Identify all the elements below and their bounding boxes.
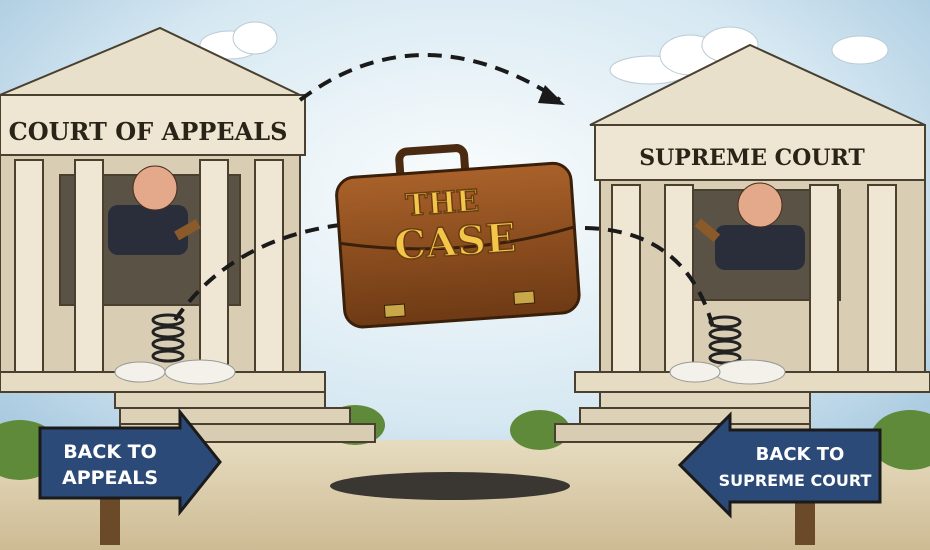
- sign-line2: APPEALS: [62, 467, 158, 489]
- sign-line2: SUPREME COURT: [719, 471, 872, 490]
- bounce-path-arrows: [173, 53, 717, 336]
- the-case-briefcase: THE CASE: [335, 144, 581, 329]
- back-to-appeals-sign: BACK TO APPEALS: [38, 407, 222, 545]
- gavel-icon: [174, 219, 201, 241]
- appeals-judge: [108, 165, 201, 255]
- spring-icon: [151, 313, 185, 363]
- spring-icon: [708, 315, 742, 365]
- supreme-court-judge: [694, 182, 805, 270]
- back-to-supreme-court-sign: BACK TO SUPREME COURT: [677, 411, 882, 545]
- briefcase-label-line2: CASE: [393, 214, 518, 269]
- court-of-appeals-title: COURT OF APPEALS: [9, 117, 288, 146]
- dust-clouds: [114, 359, 786, 385]
- sign-line1: BACK TO: [756, 444, 845, 465]
- supreme-court-building: [554, 43, 930, 443]
- pit-hole: [330, 472, 570, 500]
- gavel-icon: [694, 218, 721, 243]
- supreme-court-title: SUPREME COURT: [639, 145, 865, 171]
- sign-line1: BACK TO: [63, 441, 157, 463]
- briefcase-label-line1: THE: [405, 184, 481, 224]
- arrowhead-icon: [538, 85, 565, 105]
